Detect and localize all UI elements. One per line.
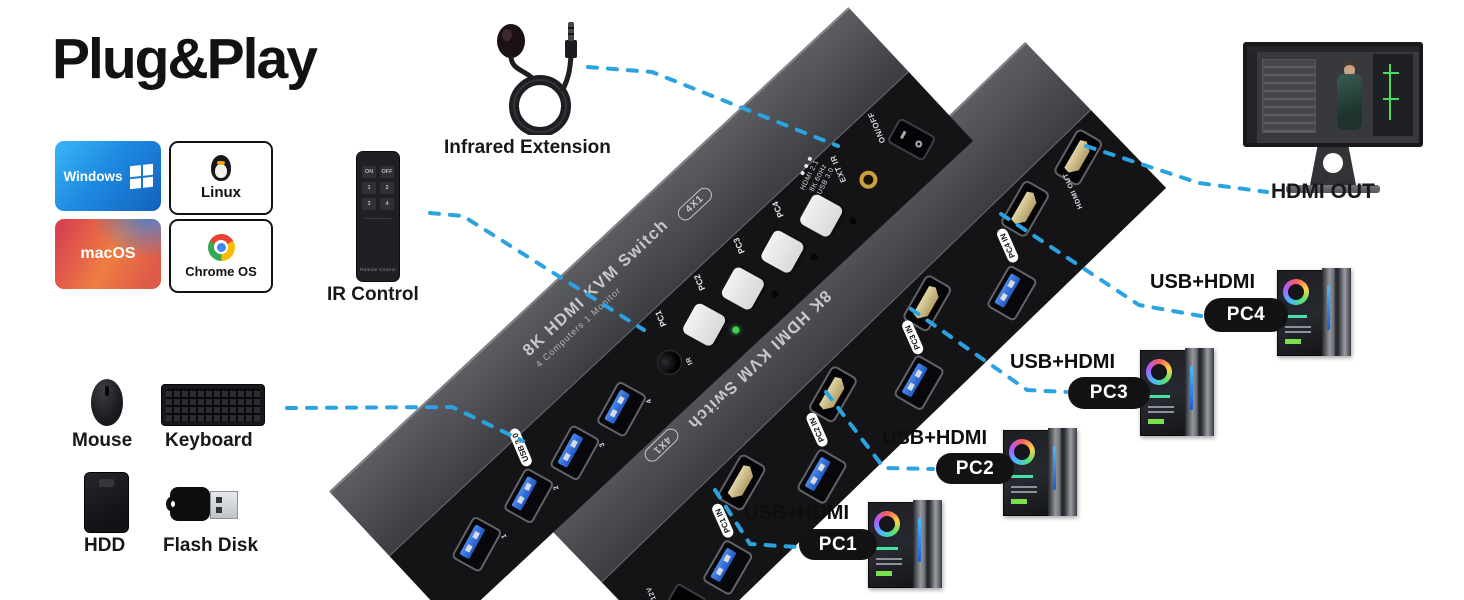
usb-port-1 — [450, 515, 503, 574]
pc3-badge: PC3 — [1068, 377, 1150, 409]
usb-port-3 — [548, 423, 601, 482]
usb-port-number: 2 — [552, 484, 561, 491]
pc4-tower-image — [1277, 268, 1351, 356]
pc4-usb-port — [985, 264, 1039, 323]
mouse-image — [91, 379, 123, 426]
pc2-select-button — [719, 265, 767, 312]
chrome-logo-icon — [207, 233, 235, 261]
page-title: Plug&Play — [52, 27, 318, 91]
usb-port-number: 3 — [598, 441, 607, 448]
remote-button-3: 3 — [362, 198, 376, 210]
hdd-label: HDD — [84, 535, 126, 556]
character-model — [1333, 62, 1367, 138]
usb30-badge: USB 3.0 — [507, 426, 534, 468]
pc3-conn-label: USB+HDMI — [1010, 351, 1116, 373]
linux-label: Linux — [201, 184, 241, 201]
pc1-active-led — [730, 325, 741, 335]
usb-port-4 — [595, 380, 648, 439]
infrared-extension-icon — [497, 22, 577, 135]
pc1-select-button — [681, 301, 728, 348]
infrared-extension-label: Infrared Extension — [444, 137, 611, 158]
hdd-image — [84, 472, 129, 533]
remote-button-1: 1 — [362, 182, 376, 194]
windows-logo-icon — [129, 163, 153, 189]
remote-button-grid: ON OFF 1 2 3 4 — [362, 166, 394, 210]
pc3-select-button — [759, 228, 806, 275]
remote-button-on: ON — [362, 166, 376, 178]
pc4-button-label: PC4 — [769, 200, 786, 220]
hdmi-out-label: HDMI OUT — [1271, 180, 1375, 203]
pc2-badge: PC2 — [936, 453, 1014, 484]
remote-button-2: 2 — [380, 182, 394, 194]
chromeos-label: Chrome OS — [185, 263, 257, 279]
usb-port-number: 1 — [500, 532, 509, 540]
pc1-badge: PC1 — [799, 529, 877, 560]
skeleton-rig — [1383, 64, 1399, 120]
pc4-badge: PC4 — [1204, 298, 1288, 332]
pc3-tower-image — [1140, 348, 1214, 436]
monitor-stand — [1310, 147, 1356, 185]
pc1-tower-image — [868, 500, 942, 588]
ir-control-label: IR Control — [327, 284, 419, 305]
os-card-windows: Windows — [55, 141, 161, 211]
pc1-conn-label: USB+HDMI — [744, 502, 850, 524]
keyboard-label: Keyboard — [165, 430, 253, 451]
app-panel-right — [1373, 54, 1413, 136]
os-card-macos: macOS — [55, 219, 161, 289]
pc4-led — [847, 215, 858, 226]
keyboard-image — [161, 384, 265, 426]
flash-disk-image — [166, 487, 242, 521]
kvm-4x1-badge: 4X1 — [674, 184, 715, 224]
pc1-button-label: PC1 — [652, 309, 669, 329]
os-card-chromeos: Chrome OS — [169, 219, 273, 293]
pc2-tower-image — [1003, 428, 1077, 516]
remote-divider — [365, 218, 391, 219]
pc2-led — [769, 288, 780, 299]
ir-receiver-window — [651, 344, 688, 381]
monitor — [1243, 42, 1423, 193]
monitor-screen — [1243, 42, 1423, 147]
usb-port-number: 4 — [645, 397, 654, 405]
ext-ir-jack — [855, 166, 882, 193]
pc3-usb-port — [892, 353, 946, 412]
dc-power-port — [662, 582, 708, 600]
pc1-in-label: PC1 IN — [710, 502, 736, 540]
os-card-linux: Linux — [169, 141, 273, 215]
flash-disk-label: Flash Disk — [163, 535, 259, 556]
power-switch — [886, 117, 937, 162]
pc3-button-label: PC3 — [731, 236, 747, 256]
ir-remote: ON OFF 1 2 3 4 Remote Control — [356, 151, 400, 282]
monitor-base — [1286, 185, 1380, 193]
remote-brand-text: Remote Control — [360, 267, 396, 272]
remote-button-off: OFF — [380, 166, 394, 178]
pc3-led — [809, 252, 819, 262]
windows-label: Windows — [63, 168, 123, 184]
app-panel-left — [1262, 59, 1316, 133]
macos-label: macOS — [80, 245, 136, 262]
usb-port-2 — [502, 466, 555, 525]
pc2-usb-port — [795, 447, 849, 506]
power-label: ON/OFF — [866, 110, 888, 145]
pc4-conn-label: USB+HDMI — [1150, 271, 1256, 293]
mouse-label: Mouse — [72, 430, 133, 451]
pc1-usb-port — [701, 538, 755, 597]
linux-penguin-icon — [211, 155, 231, 181]
ir-window-label: IR — [685, 355, 695, 366]
dc-power-label: DC12V — [645, 585, 663, 600]
remote-button-4: 4 — [380, 198, 394, 210]
pc2-button-label: PC2 — [691, 273, 708, 293]
pc2-conn-label: USB+HDMI — [882, 427, 988, 449]
